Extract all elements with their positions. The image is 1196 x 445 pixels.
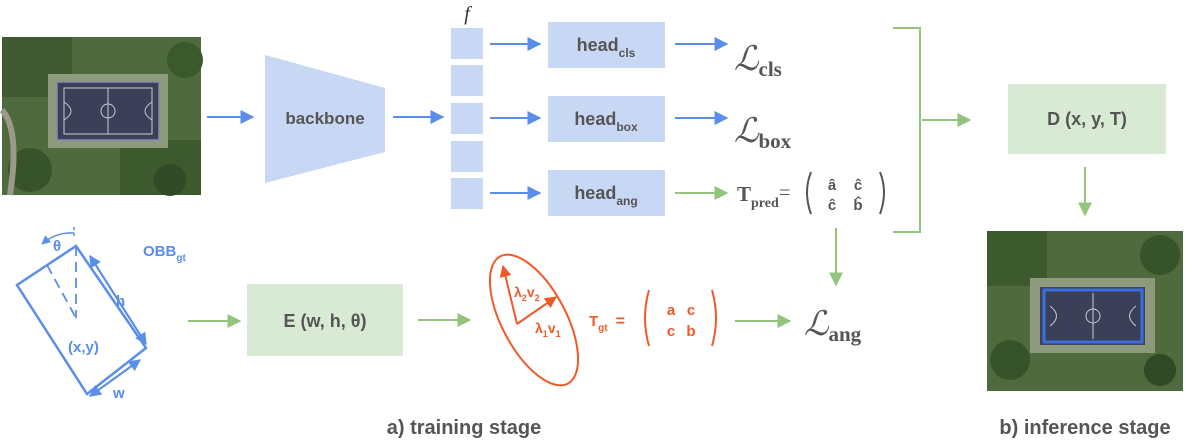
- input-aerial-image: [0, 37, 203, 196]
- obb-h-label: h: [116, 293, 125, 310]
- svg-text:c: c: [667, 323, 675, 340]
- head-cls-box: [548, 22, 665, 68]
- obb-w-label: w: [112, 385, 125, 402]
- t-pred-label: Tpred=: [737, 180, 791, 211]
- backbone-block: [265, 55, 385, 183]
- output-bracket: [893, 27, 921, 233]
- ellipse-l2v2-label: λ2v2: [514, 284, 540, 303]
- decode-box: [1008, 84, 1166, 154]
- feature-label: f: [464, 3, 472, 25]
- inference-stage-caption: b) inference stage: [999, 417, 1170, 439]
- svg-text:ĉ: ĉ: [854, 177, 862, 194]
- ellipse-l1v1-label: λ1v1: [535, 320, 561, 339]
- encode-box: [247, 284, 403, 356]
- obb-gt-drawing: [15, 226, 148, 397]
- decode-label: D (x, y, T): [1047, 109, 1127, 129]
- gaussian-ellipse: [488, 253, 580, 387]
- t-pred-matrix: â ĉ ĉ b̂: [806, 171, 885, 215]
- feature-maps: [451, 28, 483, 209]
- svg-text:â: â: [828, 177, 837, 194]
- svg-text:b̂: b̂: [853, 195, 862, 214]
- head-ang-label: headang: [574, 183, 637, 208]
- backbone-label: backbone: [285, 109, 364, 128]
- obb-center-label: (x,y): [68, 339, 99, 356]
- svg-text:ĉ: ĉ: [828, 197, 836, 214]
- encode-label: E (w, h, θ): [283, 311, 366, 331]
- svg-text:c: c: [687, 302, 695, 319]
- training-stage-caption: a) training stage: [387, 417, 541, 439]
- result-aerial-image: [987, 231, 1183, 391]
- t-gt-matrix: a c c b: [644, 289, 717, 347]
- obb-gt-title: OBBgt: [143, 243, 186, 264]
- head-box-label: headbox: [574, 109, 638, 134]
- loss-ang: ℒang: [804, 306, 862, 346]
- head-box-box: [548, 96, 665, 142]
- t-gt-label: Tgt=: [589, 313, 625, 334]
- svg-text:a: a: [667, 302, 676, 319]
- head-ang-box: [548, 170, 665, 216]
- svg-text:b: b: [686, 323, 695, 340]
- head-cls-label: headcls: [577, 35, 636, 60]
- loss-box: ℒbox: [734, 113, 792, 153]
- loss-cls: ℒcls: [734, 41, 782, 81]
- obb-theta-label: θ: [53, 238, 61, 255]
